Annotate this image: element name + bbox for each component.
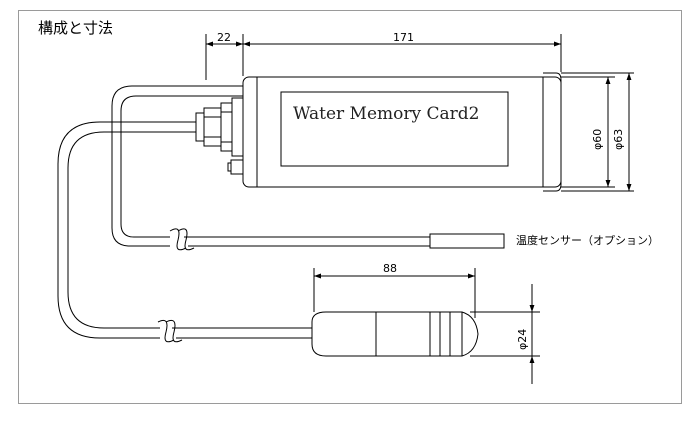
dim-width-outer-label: φ63 bbox=[612, 129, 625, 150]
display-window bbox=[280, 91, 509, 167]
dim-width-inner-label: φ60 bbox=[591, 129, 604, 150]
device-label: Water Memory Card2 bbox=[293, 104, 479, 124]
page-title: 構成と寸法 bbox=[38, 19, 113, 37]
device-body bbox=[242, 72, 562, 192]
dim-sensor-diameter-label: φ24 bbox=[516, 329, 529, 350]
temp-sensor-label: 温度センサー（オプション） bbox=[516, 233, 659, 247]
dimension-lines bbox=[205, 34, 634, 384]
dim-offset-label: 22 bbox=[217, 31, 231, 44]
dim-length-label: 171 bbox=[393, 31, 414, 44]
temp-sensor bbox=[429, 233, 505, 249]
dim-sensor-length-label: 88 bbox=[383, 262, 397, 275]
cables bbox=[57, 85, 430, 343]
diagram-frame bbox=[18, 10, 682, 404]
cable-gland bbox=[195, 97, 244, 175]
sensor-probe bbox=[311, 311, 479, 357]
